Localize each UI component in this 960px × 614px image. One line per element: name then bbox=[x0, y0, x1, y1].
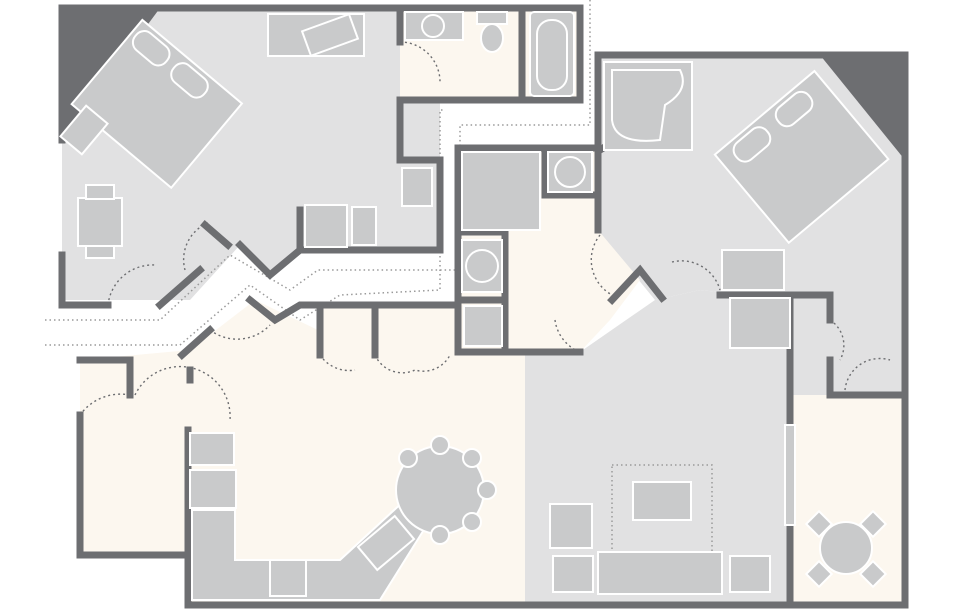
coffee-table bbox=[632, 481, 692, 521]
door-swing bbox=[844, 357, 891, 391]
corner-window-right bbox=[820, 55, 905, 160]
door-swing bbox=[829, 319, 845, 361]
counter bbox=[189, 469, 237, 509]
washer-drum bbox=[554, 156, 586, 188]
door-swing bbox=[671, 260, 721, 291]
kitchen-sink-icon bbox=[356, 514, 416, 572]
chair-icon bbox=[858, 559, 888, 589]
refrigerator bbox=[189, 432, 235, 466]
chair-icon bbox=[398, 448, 418, 468]
toilet-tank bbox=[476, 11, 508, 25]
sliding-door bbox=[784, 424, 796, 526]
door-swing bbox=[107, 264, 156, 306]
tv-stand bbox=[721, 249, 785, 291]
dryer-drum bbox=[465, 249, 499, 283]
jacuzzi-inner bbox=[611, 69, 684, 142]
bath-sink-corner bbox=[729, 297, 791, 349]
chair bbox=[85, 245, 115, 259]
rug-outline bbox=[611, 464, 713, 561]
door-swing bbox=[554, 319, 581, 353]
door-swing bbox=[399, 41, 441, 83]
chair-icon bbox=[858, 509, 888, 539]
bed-left bbox=[70, 18, 244, 190]
chair-icon bbox=[462, 512, 482, 532]
chair-icon bbox=[804, 559, 834, 589]
door-swing bbox=[590, 234, 613, 296]
chair-icon bbox=[430, 435, 450, 455]
side-table bbox=[729, 555, 771, 593]
toilet-icon bbox=[480, 23, 504, 53]
chair-icon bbox=[477, 480, 497, 500]
chair-icon bbox=[804, 509, 834, 539]
cooktop-icon bbox=[269, 559, 307, 597]
chair-icon bbox=[462, 448, 482, 468]
chair bbox=[85, 184, 115, 200]
door-swing bbox=[319, 354, 356, 372]
tv bbox=[300, 12, 360, 58]
door-swing bbox=[79, 393, 131, 416]
patio-table bbox=[819, 521, 873, 575]
balcony-floor bbox=[790, 395, 905, 605]
nightstand bbox=[59, 104, 109, 156]
toilet-icon bbox=[463, 305, 503, 347]
armchair bbox=[549, 503, 593, 549]
side-table bbox=[552, 555, 594, 593]
door-swing bbox=[182, 221, 211, 271]
chair-icon bbox=[430, 525, 450, 545]
sink-small bbox=[401, 167, 433, 207]
shower-icon bbox=[461, 151, 541, 231]
closets-floor bbox=[318, 305, 458, 352]
bed-right bbox=[713, 69, 890, 245]
sofa bbox=[597, 551, 723, 595]
walls bbox=[58, 4, 909, 609]
door-swing bbox=[374, 354, 451, 374]
kitchenette-counter bbox=[304, 204, 348, 248]
desk-table bbox=[77, 197, 123, 247]
sink-basin-icon bbox=[421, 14, 445, 38]
bathtub-inner bbox=[536, 19, 568, 91]
stove-small bbox=[351, 206, 377, 246]
